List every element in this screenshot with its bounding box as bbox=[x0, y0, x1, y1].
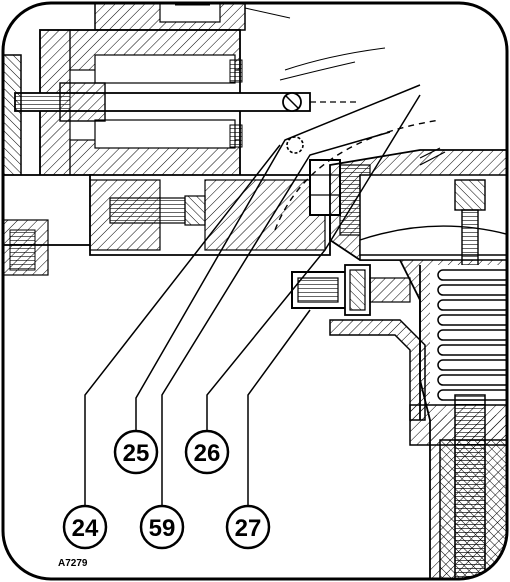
callout-number: 24 bbox=[72, 515, 99, 542]
callout-25: 25 bbox=[113, 429, 159, 475]
callout-number: 25 bbox=[123, 440, 150, 467]
callout-number: 27 bbox=[235, 515, 262, 542]
left-edge-body bbox=[3, 54, 94, 276]
leader-59 bbox=[161, 131, 391, 507]
callout-number: 26 bbox=[194, 440, 221, 467]
callout-24: 24 bbox=[62, 504, 108, 550]
callout-circle bbox=[113, 429, 159, 475]
swing-arc bbox=[274, 119, 441, 231]
callout-27: 27 bbox=[225, 504, 271, 550]
callout-26: 26 bbox=[184, 429, 230, 475]
callout-59: 59 bbox=[139, 504, 185, 550]
figure-id-label: A7279 bbox=[58, 558, 88, 569]
callout-number: 59 bbox=[149, 515, 176, 542]
leader-lines bbox=[84, 84, 421, 507]
side-fitting bbox=[291, 264, 426, 421]
callout-circle bbox=[139, 504, 185, 550]
callout-circle bbox=[62, 504, 108, 550]
leader-26 bbox=[206, 94, 421, 432]
lower-stem bbox=[409, 394, 507, 579]
callout-circle bbox=[225, 504, 271, 550]
leader-27 bbox=[247, 309, 311, 507]
drawing-area bbox=[3, 3, 507, 579]
lever-shaft bbox=[14, 47, 386, 122]
leader-24 bbox=[84, 144, 281, 507]
callout-circle bbox=[184, 429, 230, 475]
leader-25 bbox=[135, 84, 421, 432]
top-housing bbox=[94, 3, 291, 31]
